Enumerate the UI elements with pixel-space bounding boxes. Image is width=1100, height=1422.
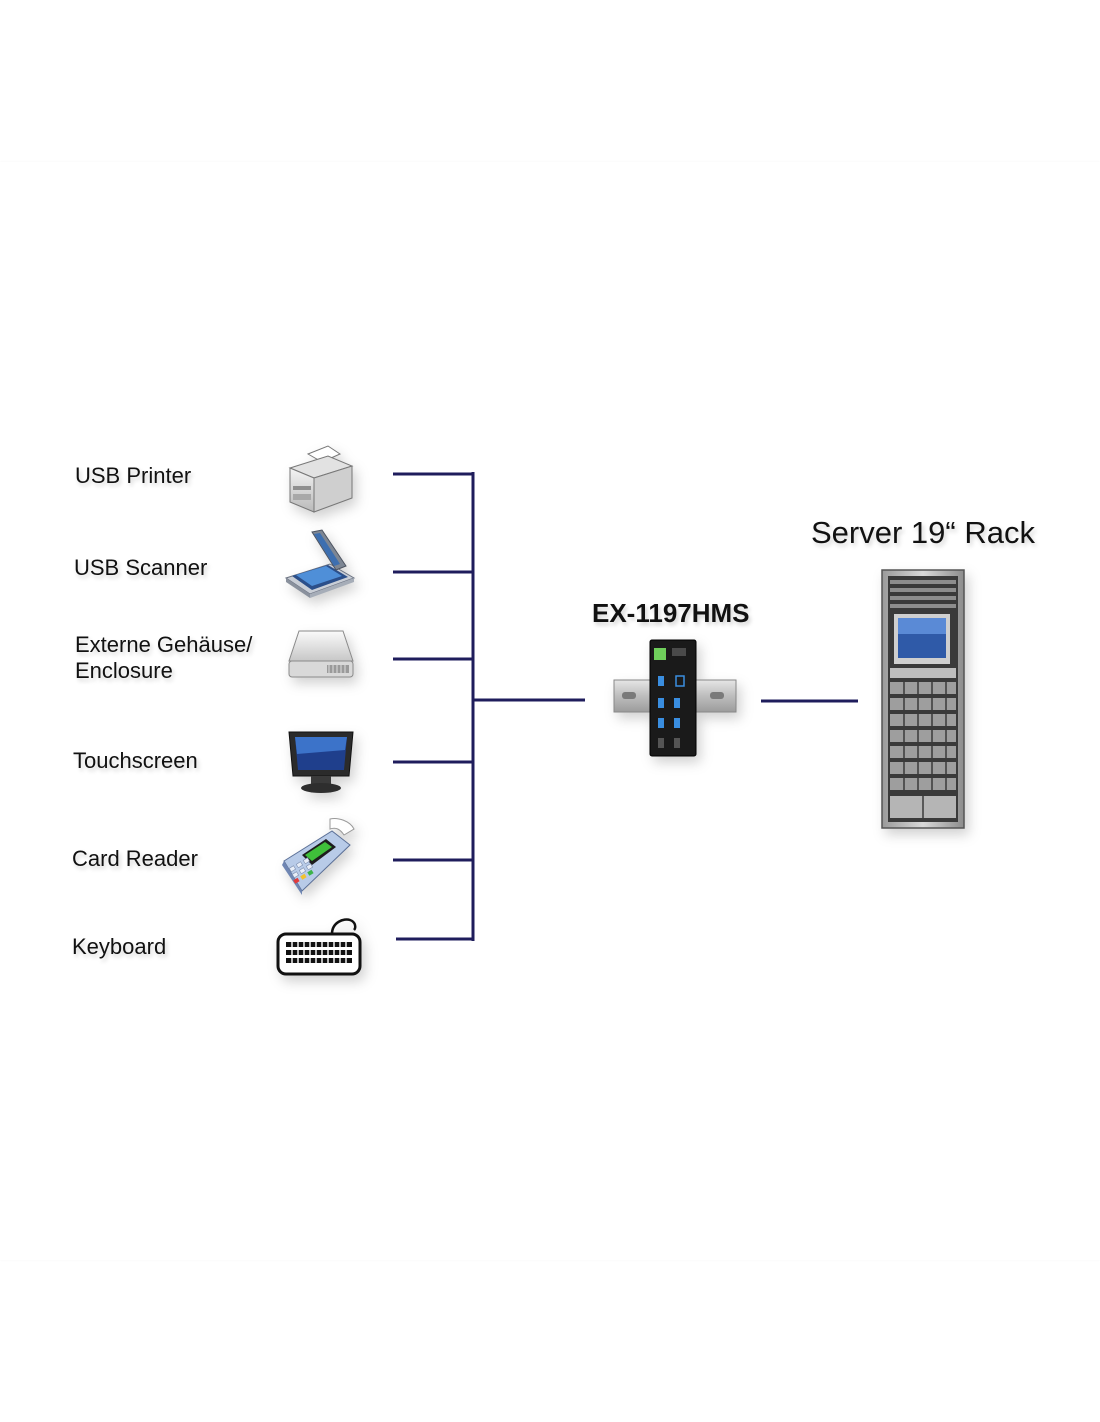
- label-keyboard: Keyboard: [72, 934, 167, 959]
- card-reader-icon: [280, 815, 362, 900]
- touchscreen-icon: [285, 728, 357, 801]
- server-rack-icon: [880, 568, 966, 835]
- label-card-reader: Card Reader: [72, 846, 198, 871]
- keyboard-icon: [274, 912, 364, 985]
- label-usb-printer: USB Printer: [75, 463, 192, 488]
- label-enclosure-line1: Externe Gehäuse/: [75, 632, 253, 657]
- label-enclosure-line2: Enclosure: [75, 658, 173, 683]
- hub-title: EX-1197HMS: [592, 598, 750, 628]
- printer-icon: [284, 444, 358, 523]
- usb-hub-icon: [612, 634, 740, 767]
- hard-drive-icon: [287, 627, 355, 688]
- label-touchscreen: Touchscreen: [73, 748, 198, 773]
- scanner-icon: [282, 528, 358, 605]
- label-usb-scanner: USB Scanner: [74, 555, 208, 580]
- rack-title: Server 19“ Rack: [811, 515, 1035, 550]
